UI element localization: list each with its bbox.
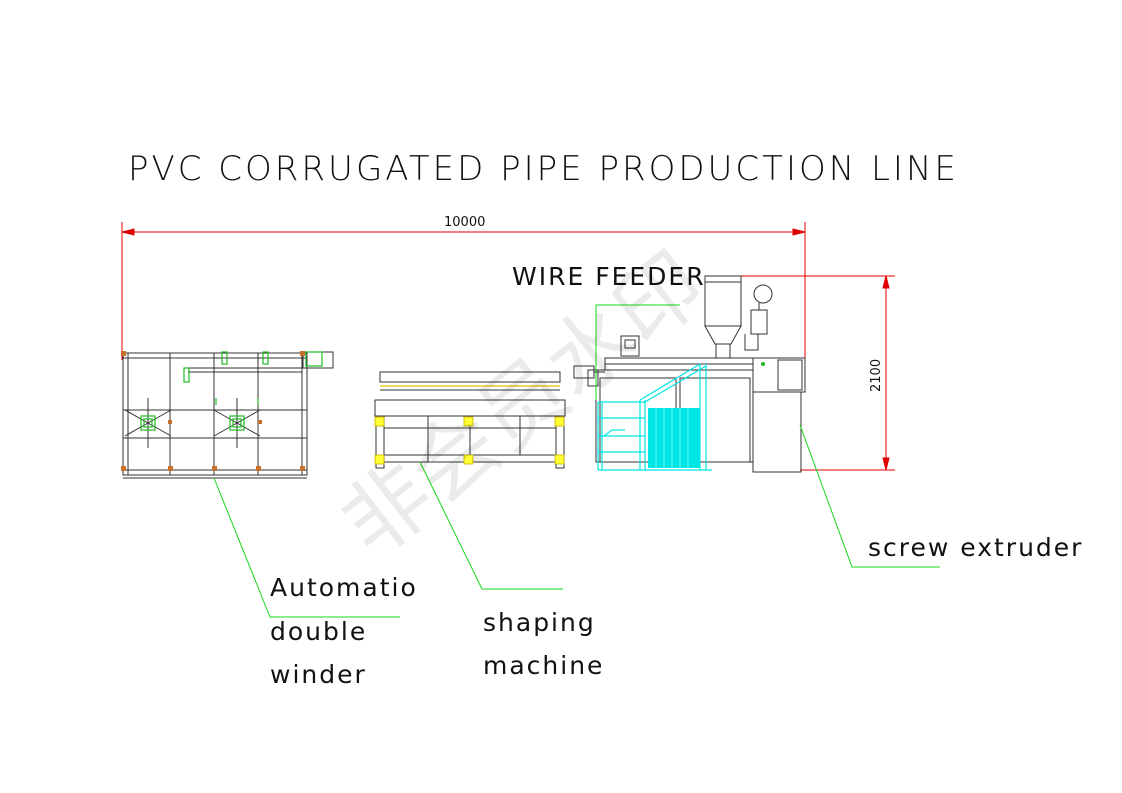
winder-label-line2: double (270, 617, 367, 646)
extruder-indicator-light (761, 362, 765, 366)
wire-spool-stripes (655, 408, 689, 468)
shaping-label-line2: machine (483, 651, 604, 680)
winder-label-line3: winder (270, 660, 367, 689)
winder-reel-right (213, 398, 261, 448)
shaping-label-line1: shaping (483, 608, 596, 637)
winder-reel-left (124, 398, 172, 448)
wire-spool (648, 408, 700, 468)
screw-extruder-label: screw extruder (868, 533, 1083, 562)
winder-corner-nodes (121, 351, 305, 471)
wire-feeder-label: WIRE FEEDER (512, 262, 706, 291)
leader-lines (213, 304, 940, 618)
length-dimension-value: 10000 (444, 215, 485, 230)
drawing-title: PVC CORRUGATED PIPE PRODUCTION LINE (128, 149, 959, 189)
double-winder (122, 351, 334, 479)
length-dimension (121, 222, 806, 360)
wire-feeder (597, 363, 712, 471)
height-dimension (706, 275, 895, 471)
winder-label-line1: Automatio (270, 573, 418, 602)
shaping-machine-feet (374, 416, 565, 465)
height-dimension-value: 2100 (869, 359, 884, 392)
winder-hubs (140, 351, 323, 431)
